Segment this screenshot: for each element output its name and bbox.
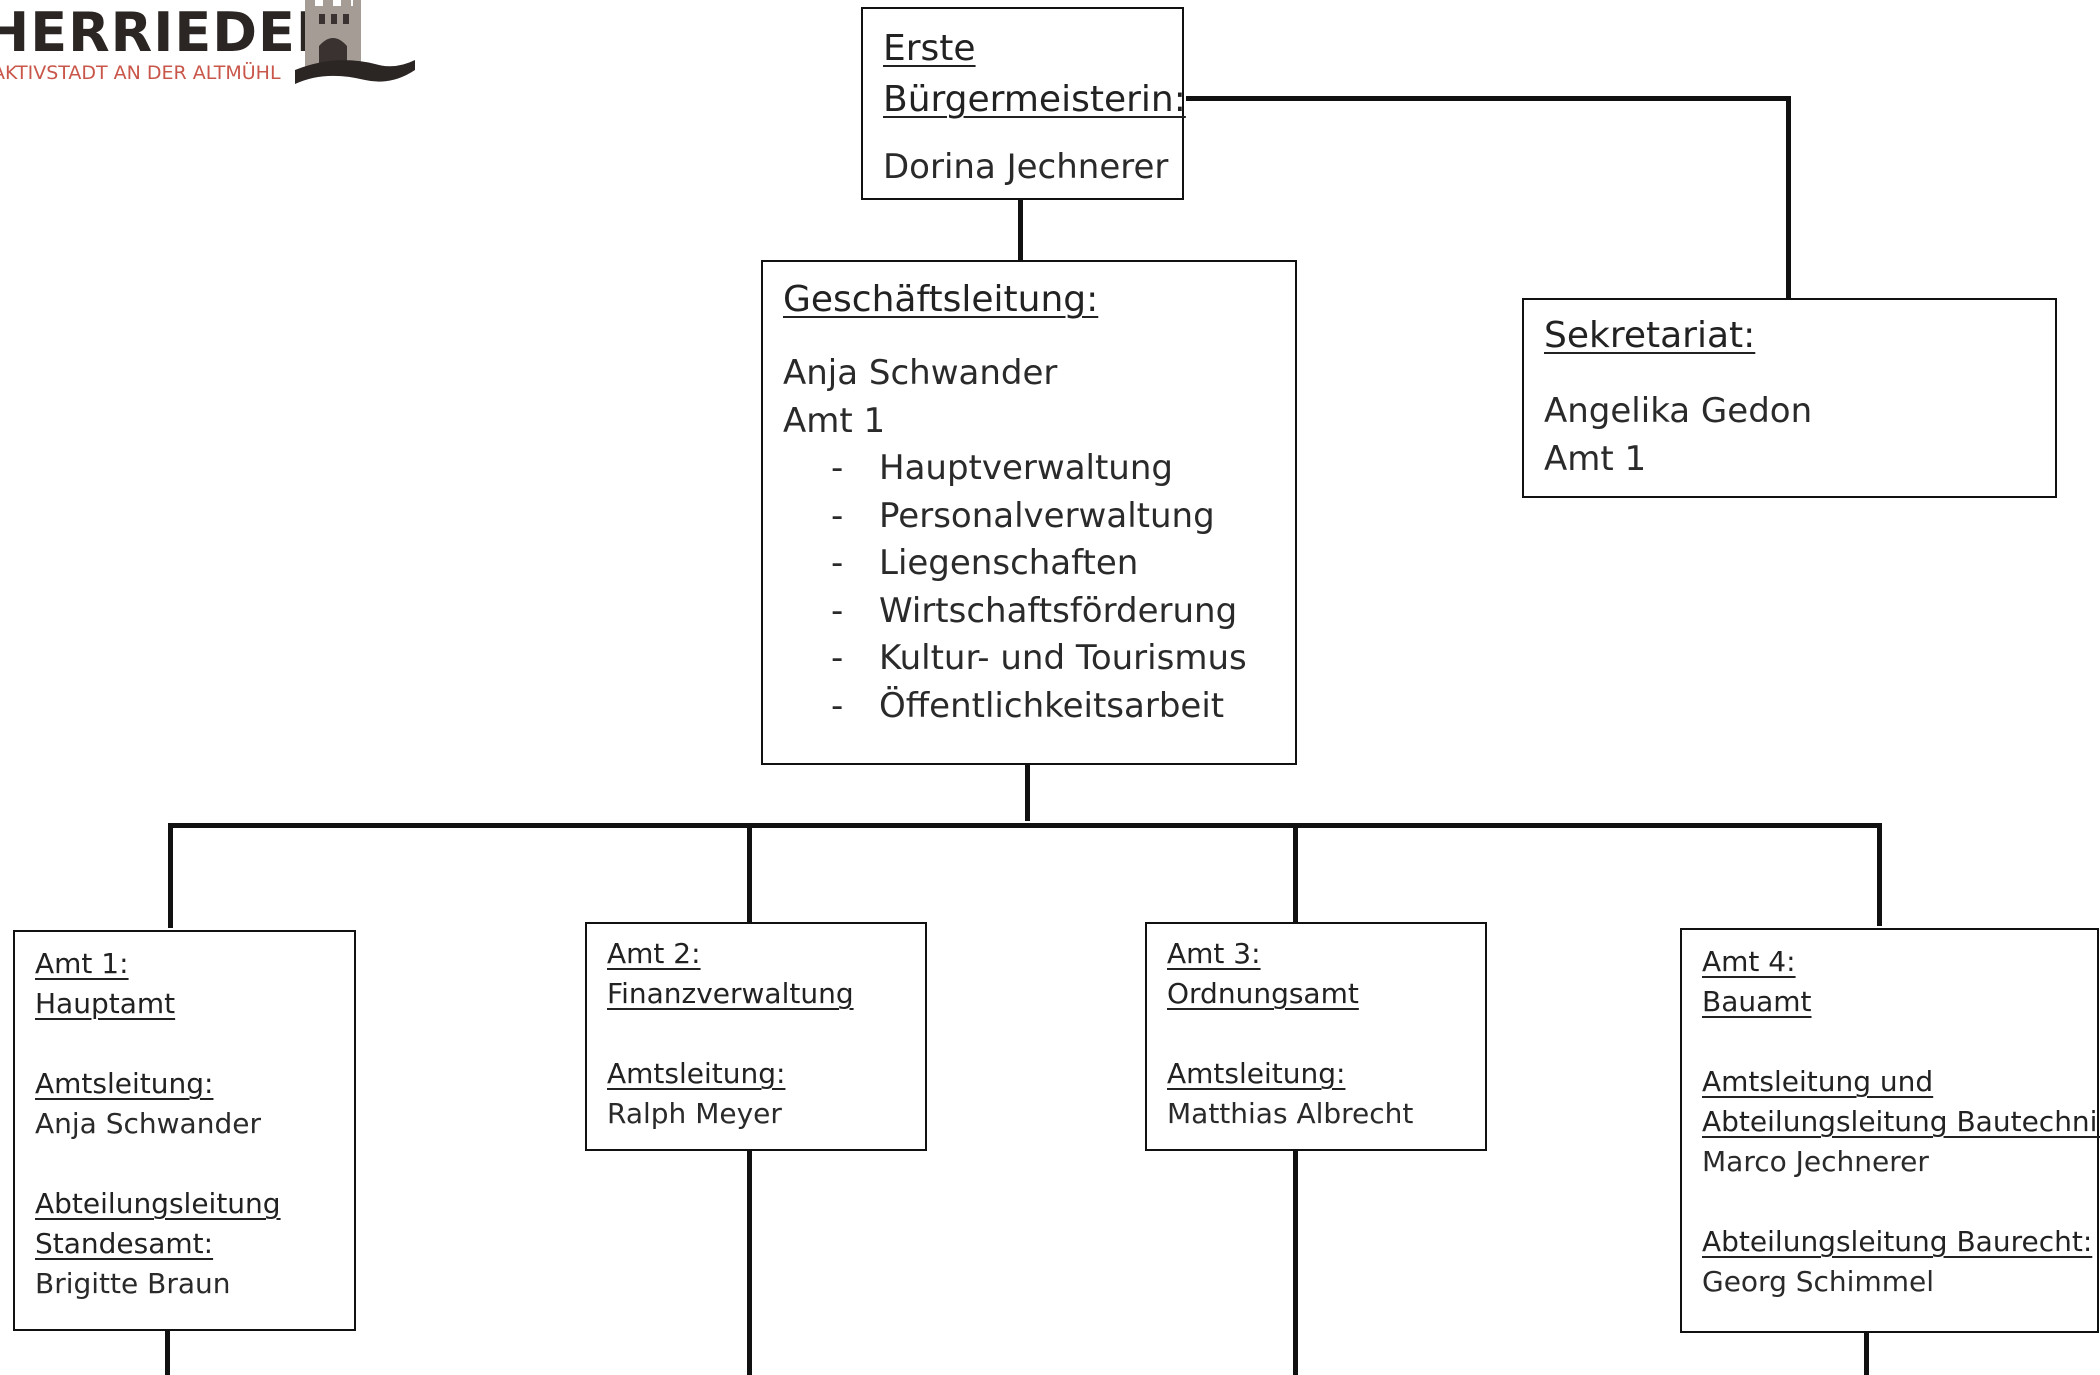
connector-line [165,1327,170,1375]
connector-line [168,826,173,928]
role-label: Amtsleitung: [35,1067,214,1100]
tower-icon [295,0,415,84]
list-item: -Personalverwaltung [831,495,1215,536]
role-person: Ralph Meyer [607,1097,782,1130]
logo: HERRIEDEN AKTIVSTADT AN DER ALTMÜHL [0,0,420,100]
connector-line [1018,200,1023,262]
mayor-name: Dorina Jechnerer [883,147,1169,187]
office-number: Amt 1: [35,947,129,980]
office-box-amt-3: Amt 3: Ordnungsamt Amtsleitung: Matthias… [1145,922,1487,1151]
list-item: -Kultur- und Tourismus [831,638,1247,678]
connector-line [168,823,1882,828]
role-label: Amtsleitung: [607,1057,786,1090]
role-person: Matthias Albrecht [1167,1097,1414,1130]
role-person: Georg Schimmel [1702,1265,1934,1298]
list-item: -Öffentlichkeitsarbeit [831,685,1225,726]
connector-line [1293,826,1298,922]
mayor-title: Bürgermeisterin: [883,79,1186,120]
role-label: Abteilungsleitung Bautechnik: [1702,1105,2100,1138]
mayor-box: Erste Bürgermeisterin: Dorina Jechnerer [861,7,1186,200]
connector-line [1864,1329,1869,1375]
connector-line [1786,96,1791,298]
duties-list: -Hauptverwaltung -Personalverwaltung -Li… [783,445,1295,730]
connector-line [747,1147,752,1375]
office-box-amt-2: Amt 2: Finanzverwaltung Amtsleitung: Ral… [585,922,927,1151]
connector-line [1186,96,1790,101]
management-title: Geschäftsleitung: [783,279,1099,320]
office-name: Ordnungsamt [1167,977,1359,1010]
list-item: -Hauptverwaltung [831,448,1173,488]
management-office: Amt 1 [783,401,886,441]
connector-line [747,826,752,922]
role-label: Abteilungsleitung Baurecht: [1702,1225,2093,1258]
connector-line [1877,826,1882,926]
connector-line [1025,764,1030,821]
logo-title: HERRIEDEN [0,1,343,64]
office-box-amt-1: Amt 1: Hauptamt Amtsleitung: Anja Schwan… [13,930,356,1331]
management-box: Geschäftsleitung: Anja Schwander Amt 1 -… [761,260,1297,765]
office-name: Finanzverwaltung [607,977,854,1010]
role-person: Marco Jechnerer [1702,1145,1929,1178]
management-name: Anja Schwander [783,353,1058,393]
logo-subtitle: AKTIVSTADT AN DER ALTMÜHL [0,62,281,84]
secretariat-office: Amt 1 [1544,439,1647,479]
office-name: Bauamt [1702,985,1812,1018]
secretariat-title: Sekretariat: [1544,315,1756,356]
role-person: Anja Schwander [35,1107,261,1140]
office-number: Amt 3: [1167,937,1261,970]
list-item: -Liegenschaften [831,543,1139,583]
role-label: Amtsleitung und [1702,1065,1934,1098]
office-box-amt-4: Amt 4: Bauamt Amtsleitung und Abteilungs… [1680,928,2100,1333]
role-label: Standesamt: [35,1227,214,1260]
connector-line [1293,1147,1298,1375]
office-number: Amt 4: [1702,945,1796,978]
secretariat-name: Angelika Gedon [1544,391,1813,431]
role-label: Amtsleitung: [1167,1057,1346,1090]
role-label: Abteilungsleitung [35,1187,281,1220]
office-name: Hauptamt [35,987,176,1020]
office-number: Amt 2: [607,937,701,970]
role-person: Brigitte Braun [35,1267,231,1300]
list-item: -Wirtschaftsförderung [831,590,1238,631]
mayor-title: Erste [883,28,976,69]
secretariat-box: Sekretariat: Angelika Gedon Amt 1 [1522,298,2057,498]
